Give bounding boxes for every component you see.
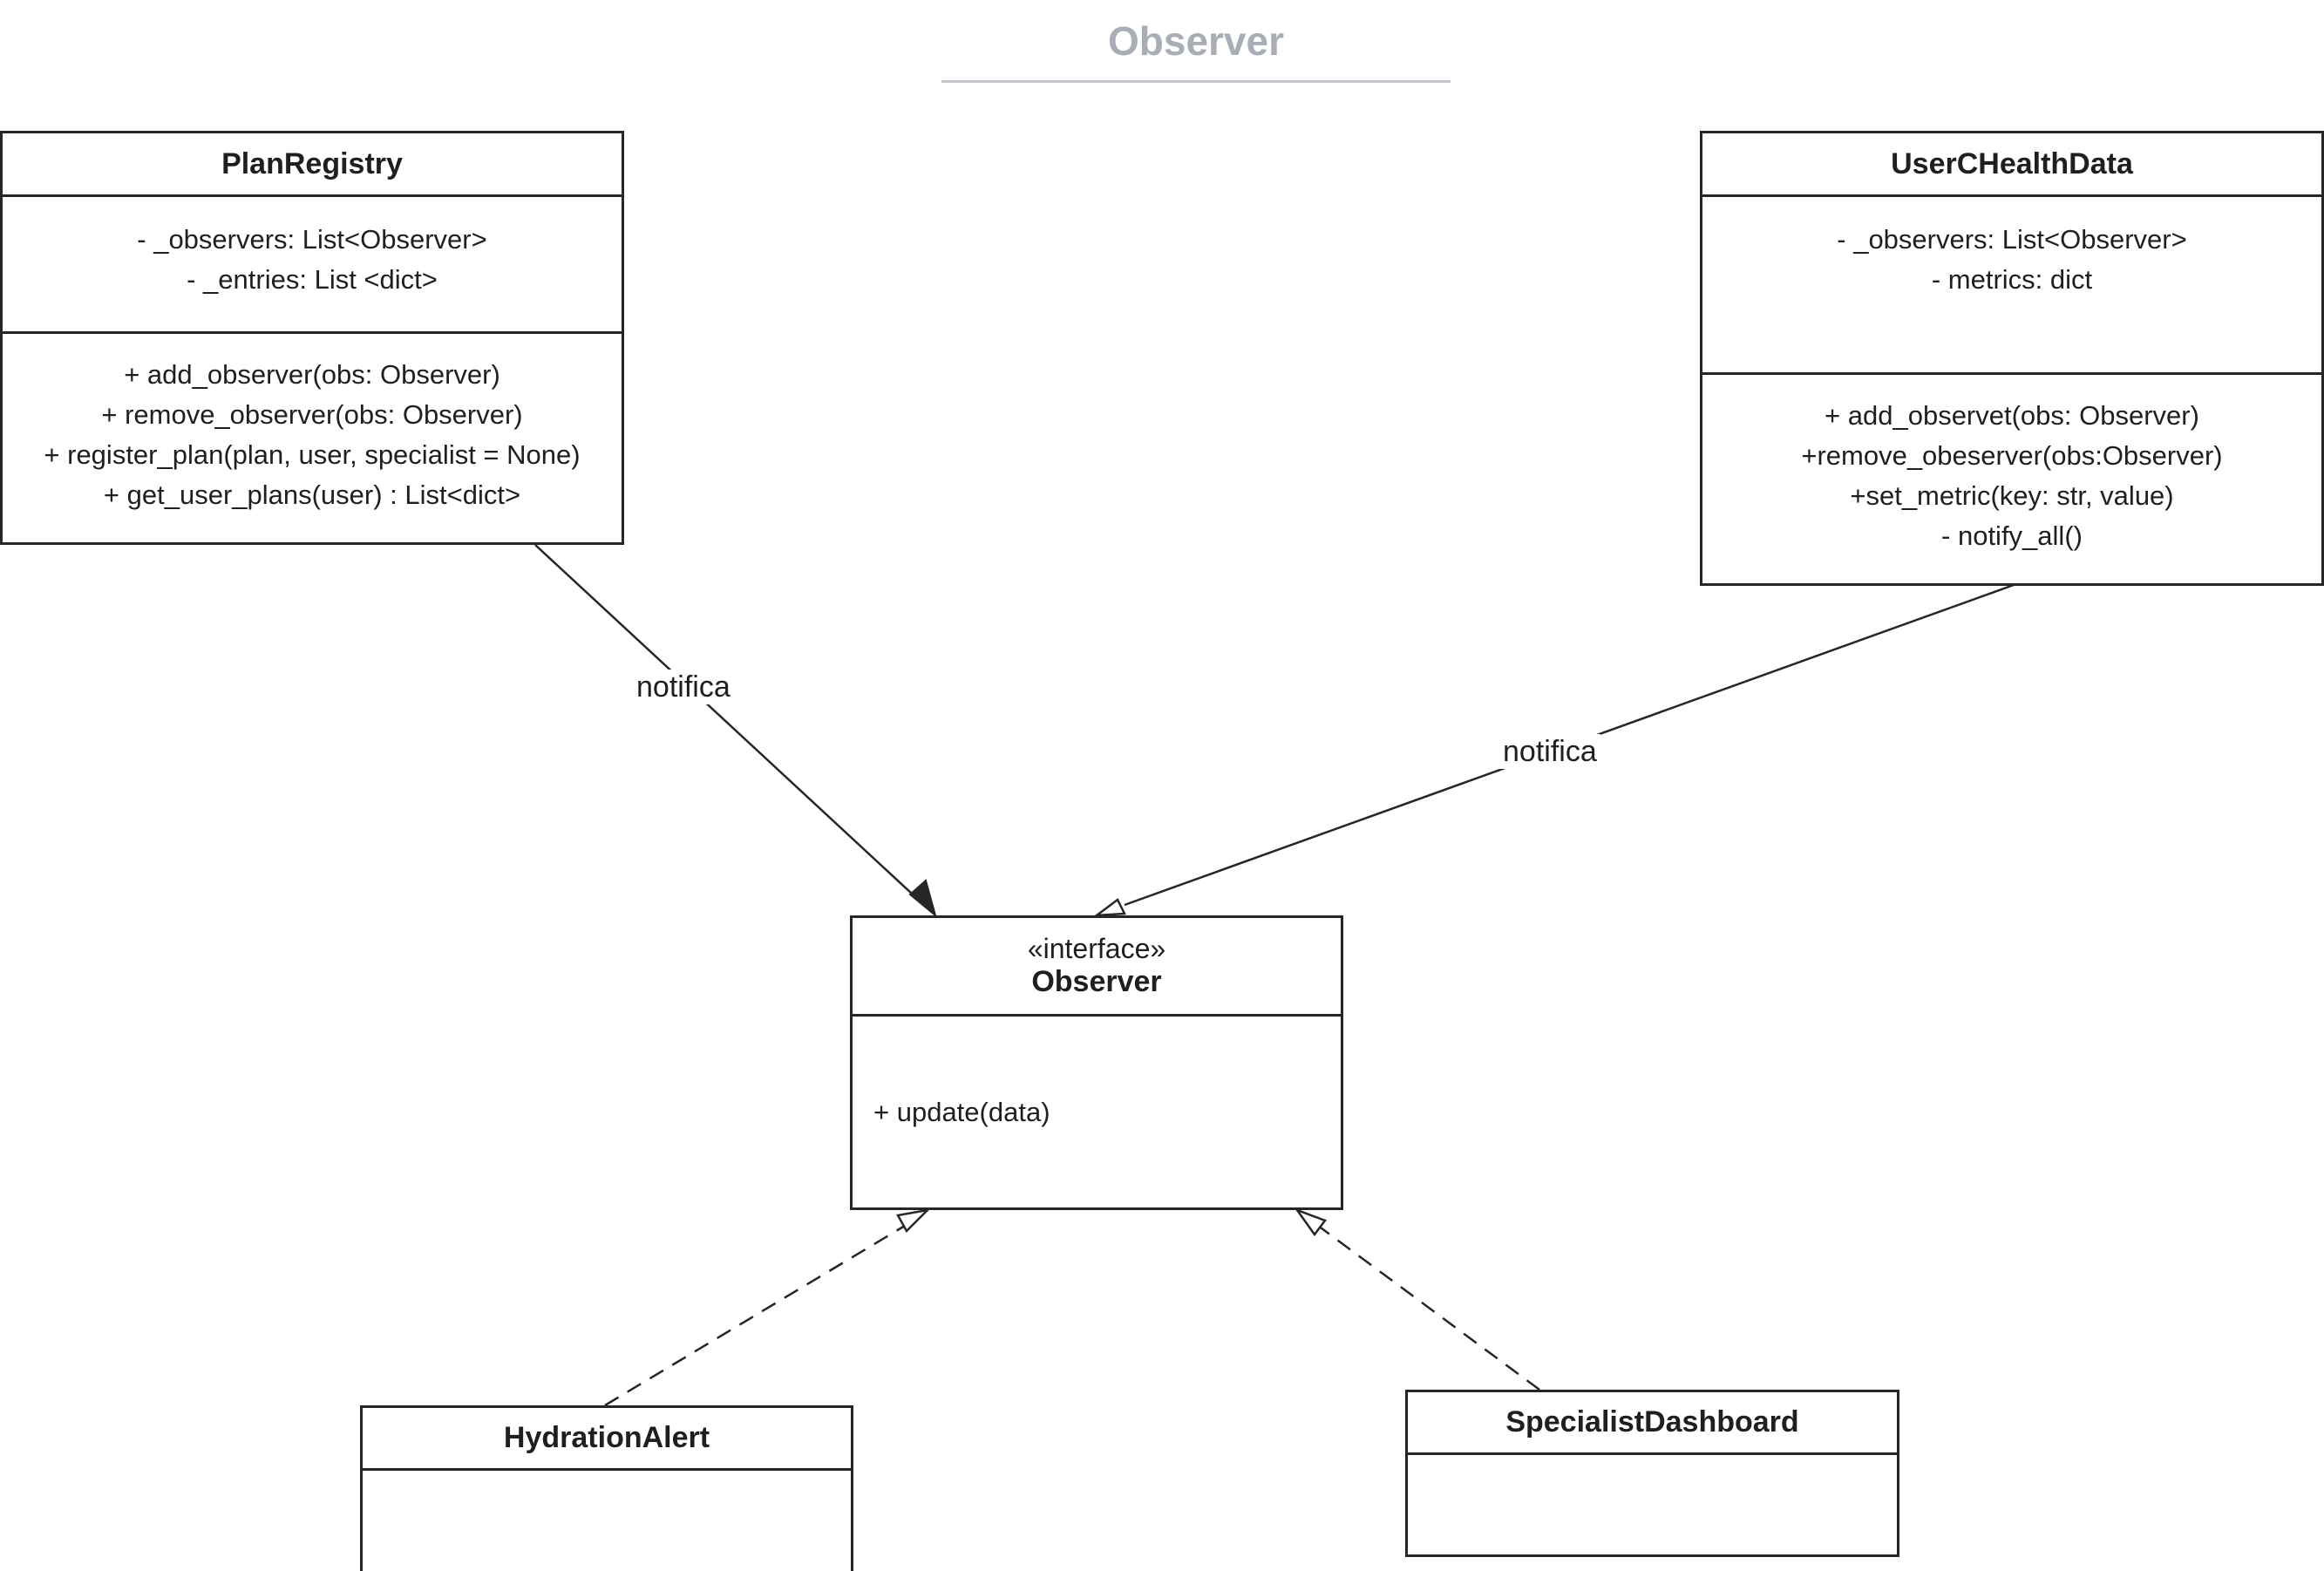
attribute: - _observers: List<Observer> bbox=[1837, 224, 2187, 255]
title-underline bbox=[941, 80, 1451, 83]
realization-line-specialist-dashboard bbox=[1310, 1219, 1540, 1391]
methods-section: + update(data) bbox=[853, 1017, 1341, 1207]
relation-label-user-health-data: notifica bbox=[1499, 734, 1600, 769]
stereotype-label: «interface» bbox=[1027, 933, 1166, 964]
realization-arrowhead bbox=[1294, 1207, 1328, 1237]
methods-section: + add_observet(obs: Observer) +remove_ob… bbox=[1702, 375, 2321, 583]
notifica-line-plan-registry bbox=[534, 544, 925, 906]
method: + register_plan(plan, user, specialist =… bbox=[44, 439, 581, 470]
class-name: SpecialistDashboard bbox=[1505, 1405, 1799, 1438]
class-header: PlanRegistry bbox=[3, 133, 622, 197]
class-user-health-data[interactable]: UserCHealthData - _observers: List<Obser… bbox=[1700, 131, 2324, 586]
method: + add_observet(obs: Observer) bbox=[1825, 400, 2199, 431]
class-header: «interface» Observer bbox=[853, 918, 1341, 1017]
class-header: UserCHealthData bbox=[1702, 133, 2321, 197]
empty-section bbox=[1408, 1455, 1897, 1554]
class-specialist-dashboard[interactable]: SpecialistDashboard bbox=[1405, 1390, 1899, 1557]
method: + add_observer(obs: Observer) bbox=[124, 359, 500, 390]
class-plan-registry[interactable]: PlanRegistry - _observers: List<Observer… bbox=[0, 131, 624, 545]
methods-section: + add_observer(obs: Observer) + remove_o… bbox=[3, 334, 622, 542]
realization-arrowhead bbox=[896, 1208, 931, 1234]
realization-line-hydration-alert bbox=[604, 1219, 914, 1407]
class-name: UserCHealthData bbox=[1891, 146, 2133, 180]
attributes-section: - _observers: List<Observer> - _entries:… bbox=[3, 197, 622, 334]
method: - notify_all() bbox=[1941, 520, 2083, 551]
class-name: Observer bbox=[1031, 965, 1162, 998]
hollow-arrowhead bbox=[1092, 898, 1126, 917]
diagram-title: Observer bbox=[1107, 18, 1284, 64]
method: + update(data) bbox=[873, 1096, 1050, 1127]
method: +remove_obeserver(obs:Observer) bbox=[1801, 440, 2223, 471]
relation-label-plan-registry: notifica bbox=[633, 670, 734, 704]
class-header: HydrationAlert bbox=[363, 1408, 851, 1471]
class-name: PlanRegistry bbox=[221, 146, 403, 180]
empty-section bbox=[363, 1471, 851, 1571]
method: + get_user_plans(user) : List<dict> bbox=[103, 479, 521, 510]
class-hydration-alert[interactable]: HydrationAlert bbox=[360, 1405, 853, 1571]
interface-observer[interactable]: «interface» Observer + update(data) bbox=[850, 915, 1343, 1210]
method: + remove_observer(obs: Observer) bbox=[101, 399, 523, 430]
method: +set_metric(key: str, value) bbox=[1850, 480, 2174, 511]
class-name: HydrationAlert bbox=[503, 1421, 710, 1454]
attribute: - metrics: dict bbox=[1931, 264, 2093, 295]
attributes-section: - _observers: List<Observer> - metrics: … bbox=[1702, 197, 2321, 375]
attribute: - _observers: List<Observer> bbox=[137, 224, 487, 255]
class-header: SpecialistDashboard bbox=[1408, 1392, 1897, 1455]
attribute: - _entries: List <dict> bbox=[187, 264, 438, 295]
filled-arrowhead bbox=[908, 879, 937, 918]
